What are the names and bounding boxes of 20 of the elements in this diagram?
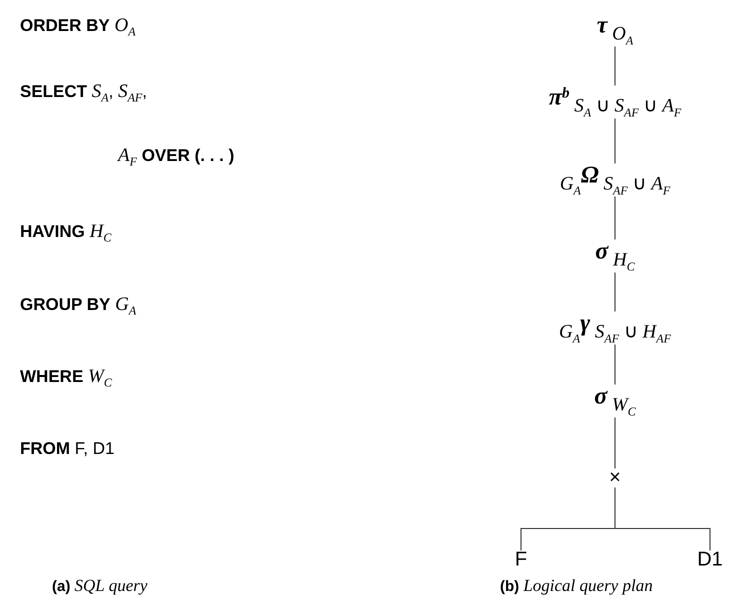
- sql-clause: HAVING H$_{C}$: [20, 221, 112, 246]
- sql-clause: A$_{F}$ OVER (. . . ): [118, 145, 234, 170]
- operator-text: ×: [609, 466, 621, 490]
- sql-clause: FROM F, D1: [20, 439, 114, 459]
- tree-line: [614, 118, 616, 164]
- sql-clause: SELECT S$_{A}$, S$_{AF}$,: [20, 81, 147, 106]
- subfigure-caption: (b) Logical query plan: [500, 576, 653, 596]
- tree-line: [614, 344, 616, 385]
- operator-text: D1: [697, 548, 723, 572]
- tree-line: [614, 417, 616, 469]
- subfigure-caption: (a) SQL query: [52, 576, 148, 596]
- tree-line: [614, 46, 616, 86]
- sql-clause: ORDER BY O$_{A}$: [20, 15, 136, 40]
- sql-clause: WHERE W$_{C}$: [20, 366, 112, 390]
- tree-line: [614, 196, 616, 240]
- operator-text: π$^{b}$ S$_{A}$ ∪ S$_{AF}$ ∪ A$_{F}$: [548, 84, 682, 120]
- tree-line: [614, 487, 710, 551]
- tree-line: [614, 272, 616, 312]
- sql-clause: GROUP BY G$_{A}$: [20, 294, 136, 318]
- operator-text: F: [514, 548, 528, 572]
